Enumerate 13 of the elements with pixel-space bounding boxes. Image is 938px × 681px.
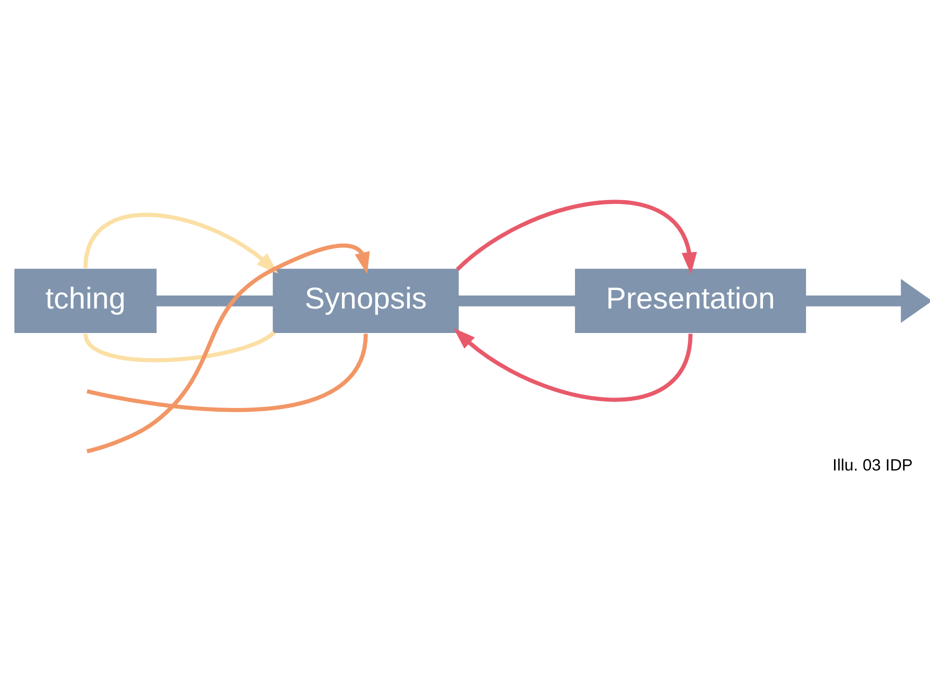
connector [83, 330, 275, 362]
arrow [453, 328, 692, 402]
arrow [456, 199, 696, 274]
arrow [86, 243, 370, 453]
arrow [82, 212, 278, 274]
connector [458, 294, 576, 306]
node-box: tching [14, 268, 156, 333]
connector [155, 294, 273, 306]
connector [86, 332, 368, 412]
arrow [804, 278, 930, 322]
node-box: Synopsis [272, 268, 458, 333]
node-box: Presentation [574, 268, 806, 333]
caption: Illu. 03 IDP [832, 456, 912, 474]
